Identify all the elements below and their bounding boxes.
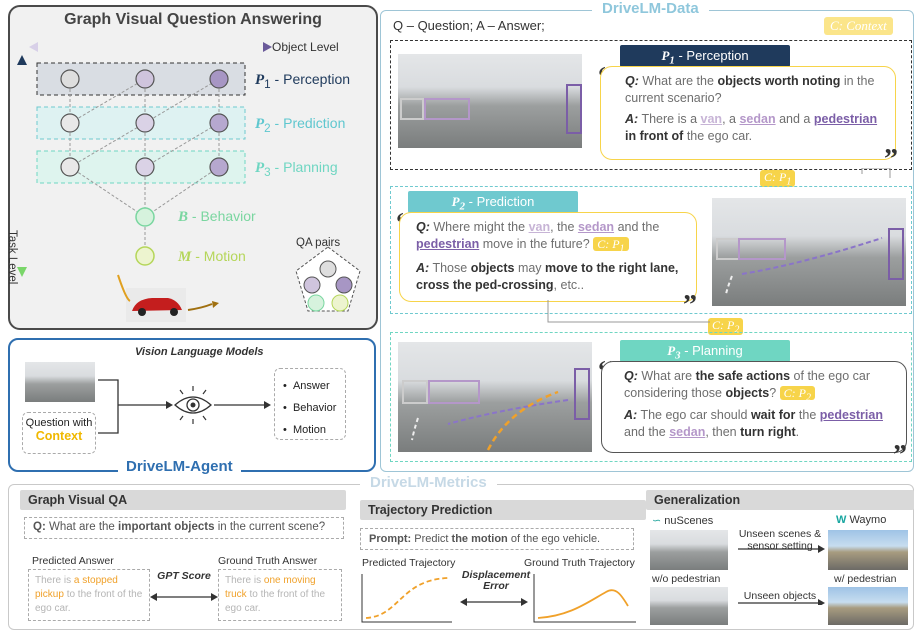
displacement-error-label: Displacement Error — [461, 569, 531, 592]
waymo-scene-image — [828, 530, 908, 570]
unseen-objects-scene-b — [828, 587, 908, 625]
unseen-objects-scene-a — [650, 587, 728, 625]
gvqa-metric-head: Graph Visual QA — [20, 490, 346, 510]
gen-metric-head: Generalization — [646, 490, 914, 510]
level-behavior: B - Behavior — [178, 208, 256, 225]
output-behavior: • Behavior — [283, 402, 337, 414]
object-level-label: Object Level — [272, 40, 339, 54]
gt-answer-head: Ground Truth Answer — [218, 555, 318, 567]
p1-bar: P1 - Perception — [620, 45, 790, 67]
data-connectors — [547, 168, 891, 323]
wo-pedestrian-label: w/o pedestrian — [652, 573, 721, 585]
p2-scene-image — [712, 198, 906, 306]
nuscenes-label: ∽ nuScenes — [652, 515, 714, 527]
graph-vqa-title: Graph Visual Question Answering — [64, 11, 322, 28]
sedan-box — [424, 98, 470, 120]
level-p2: P2 - Prediction — [255, 115, 346, 135]
agent-scene-image — [25, 362, 95, 402]
p3-bar: P3 - Planning — [620, 340, 790, 362]
ctx-p1-tag-b: C: P1 — [593, 237, 629, 254]
sedan-box — [428, 380, 480, 404]
question-box: Question with Context — [22, 412, 96, 454]
close-quote-p1: ” — [884, 144, 898, 175]
agent-title: DriveLM-Agent — [118, 458, 241, 475]
waymo-logo-icon: W — [836, 514, 847, 526]
ctx-p1-tag-a: C: P1 — [760, 170, 796, 188]
ctx-p2-tag-a: C: P2 — [708, 318, 744, 336]
output-answer: • Answer — [283, 380, 330, 392]
p2-bar: P2 - Prediction — [408, 191, 578, 213]
traj-metric-head: Trajectory Prediction — [360, 500, 646, 520]
graph-vqa-diagram — [17, 42, 361, 322]
p1-qa-box: Q: What are the objects worth noting in … — [600, 66, 896, 160]
level-p3: P3 - Planning — [255, 159, 338, 179]
gen-arrows — [738, 545, 825, 605]
p1-block — [390, 40, 912, 170]
van-box — [402, 380, 428, 404]
p2-qa-box: Q: Where might the van, the sedan and th… — [399, 212, 697, 302]
data-title: DriveLM-Data — [592, 0, 709, 17]
gpt-score-arrow — [150, 593, 218, 601]
gvqa-question: Q: What are the important objects in the… — [24, 517, 344, 539]
ctx-p2-tag-b: C: P2 — [779, 386, 816, 403]
vlm-eye-icon — [174, 386, 212, 424]
output-motion: • Motion — [283, 424, 326, 436]
p3-block — [390, 332, 912, 462]
w-pedestrian-label: w/ pedestrian — [834, 573, 897, 585]
pedestrian-box — [566, 84, 582, 134]
traj-plots — [361, 574, 636, 623]
traj-prompt: Prompt: Predict the motion of the ego ve… — [360, 528, 634, 550]
van-box — [400, 98, 424, 120]
agent-flow-arrows — [98, 379, 271, 434]
gt-answer-box: There is one moving truck to the front o… — [218, 569, 342, 621]
predicted-answer-head: Predicted Answer — [32, 555, 114, 567]
sedan-box — [738, 238, 786, 260]
metrics-title: DriveLM-Metrics — [360, 474, 497, 491]
data-legend: Q – Question; A – Answer; — [393, 18, 545, 33]
close-quote-p2: ” — [683, 290, 697, 321]
context-word: Context — [35, 429, 83, 443]
task-level-label: Task Level — [6, 230, 18, 285]
nuscenes-scene-image — [650, 530, 728, 570]
gpt-score-label: GPT Score — [157, 570, 211, 582]
context-legend-tag: C: Context — [824, 17, 893, 35]
waymo-label: W Waymo — [836, 514, 887, 526]
agent-outputs-box: • Answer • Behavior • Motion — [274, 368, 346, 440]
close-quote-p3: ” — [893, 440, 907, 471]
pedestrian-box — [888, 228, 904, 280]
p3-scene-image — [398, 342, 592, 452]
p2-block — [390, 186, 912, 314]
unseen-objects-label: Unseen objects — [743, 590, 817, 602]
vlm-label: Vision Language Models — [135, 346, 264, 358]
question-prefix: Question with — [25, 417, 93, 429]
pedestrian-box — [574, 368, 590, 420]
level-motion: M - Motion — [178, 248, 246, 265]
pred-traj-head: Predicted Trajectory — [362, 557, 456, 569]
gt-traj-head: Ground Truth Trajectory — [524, 557, 635, 569]
level-p1: P1 - Perception — [255, 71, 351, 91]
p3-qa-box: Q: What are the safe actions of the ego … — [601, 361, 907, 453]
qa-pairs-label: QA pairs — [296, 237, 341, 249]
p1-scene-image — [398, 54, 582, 148]
nuscenes-logo-icon: ∽ — [652, 515, 662, 527]
predicted-answer-box: There is a stopped pickup to the front o… — [28, 569, 150, 621]
